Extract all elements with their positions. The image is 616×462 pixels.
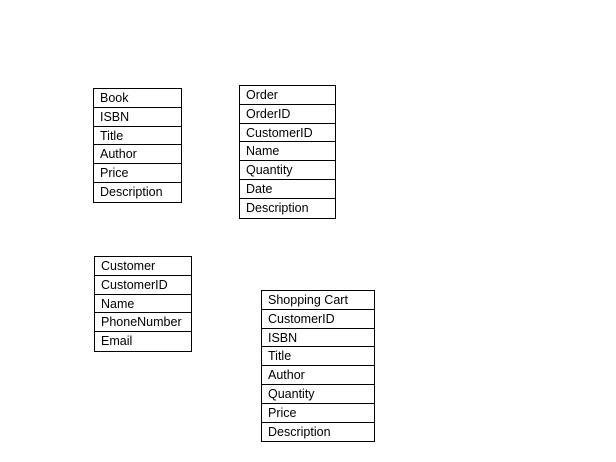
- entity-attribute-row[interactable]: Date: [240, 180, 335, 199]
- entity-attribute-label: Title: [100, 128, 124, 143]
- entity-attribute-label: ISBN: [268, 330, 298, 345]
- entity-attribute-label: Author: [100, 147, 137, 162]
- entity-attribute-label: CustomerID: [268, 309, 335, 328]
- entity-attribute-row[interactable]: Email: [95, 332, 191, 351]
- entity-attribute-label: PhoneNumber: [101, 313, 182, 332]
- entity-attribute-label: Description: [246, 200, 309, 215]
- entity-attribute-label: Name: [101, 296, 135, 311]
- entity-title-order[interactable]: Order: [240, 86, 335, 105]
- entity-attribute-label: Name: [246, 144, 280, 159]
- entity-attribute-label: Description: [268, 424, 331, 439]
- entity-attribute-label: Quantity: [246, 163, 293, 178]
- entity-attribute-label: Author: [268, 368, 305, 383]
- entity-attribute-row[interactable]: Quantity: [240, 161, 335, 180]
- entity-title-label: Book: [100, 91, 129, 105]
- entity-title-label: Customer: [101, 259, 156, 273]
- entity-attribute-row[interactable]: PhoneNumber: [95, 313, 191, 333]
- entity-attribute-row[interactable]: Name: [240, 142, 335, 162]
- entity-attribute-label: ISBN: [100, 109, 130, 124]
- entity-attribute-label: Quantity: [268, 386, 315, 401]
- entity-attribute-row[interactable]: Price: [94, 164, 181, 183]
- entity-attribute-row[interactable]: Author: [262, 366, 374, 385]
- entity-attribute-label: CustomerID: [101, 275, 168, 294]
- entity-title-label: Order: [246, 88, 278, 102]
- entity-attribute-row[interactable]: CustomerID: [262, 309, 374, 329]
- entity-attribute-row[interactable]: CustomerID: [95, 275, 191, 295]
- entity-attribute-row[interactable]: Description: [262, 423, 374, 442]
- entity-title-book[interactable]: Book: [94, 89, 181, 108]
- entity-attribute-label: Date: [246, 181, 273, 196]
- entity-title-shopping-cart[interactable]: Shopping Cart: [262, 291, 374, 310]
- entity-attribute-row[interactable]: Description: [240, 199, 335, 218]
- entity-attribute-label: Description: [100, 184, 163, 199]
- entity-title-label: Shopping Cart: [268, 293, 348, 307]
- entity-attribute-row[interactable]: Author: [94, 145, 181, 165]
- entity-attribute-row[interactable]: Description: [94, 183, 181, 202]
- entity-attribute-label: Title: [268, 349, 292, 364]
- entity-attribute-row[interactable]: Quantity: [262, 385, 374, 404]
- entity-attribute-label: OrderID: [246, 104, 291, 123]
- entity-attribute-row[interactable]: ISBN: [262, 329, 374, 348]
- entity-attribute-row[interactable]: ISBN: [94, 108, 181, 127]
- entity-attribute-row[interactable]: Name: [95, 295, 191, 314]
- entity-attribute-label: Email: [101, 334, 133, 349]
- entity-attribute-row[interactable]: Price: [262, 404, 374, 423]
- entity-attribute-row[interactable]: OrderID: [240, 104, 335, 124]
- entity-attribute-label: Price: [268, 405, 297, 420]
- entity-attribute-row[interactable]: CustomerID: [240, 123, 335, 143]
- entity-attribute-label: Price: [100, 166, 129, 181]
- entity-attribute-row[interactable]: Title: [94, 127, 181, 146]
- entity-attribute-row[interactable]: Title: [262, 347, 374, 367]
- entity-attribute-label: CustomerID: [246, 123, 313, 142]
- entity-title-customer[interactable]: Customer: [95, 257, 191, 276]
